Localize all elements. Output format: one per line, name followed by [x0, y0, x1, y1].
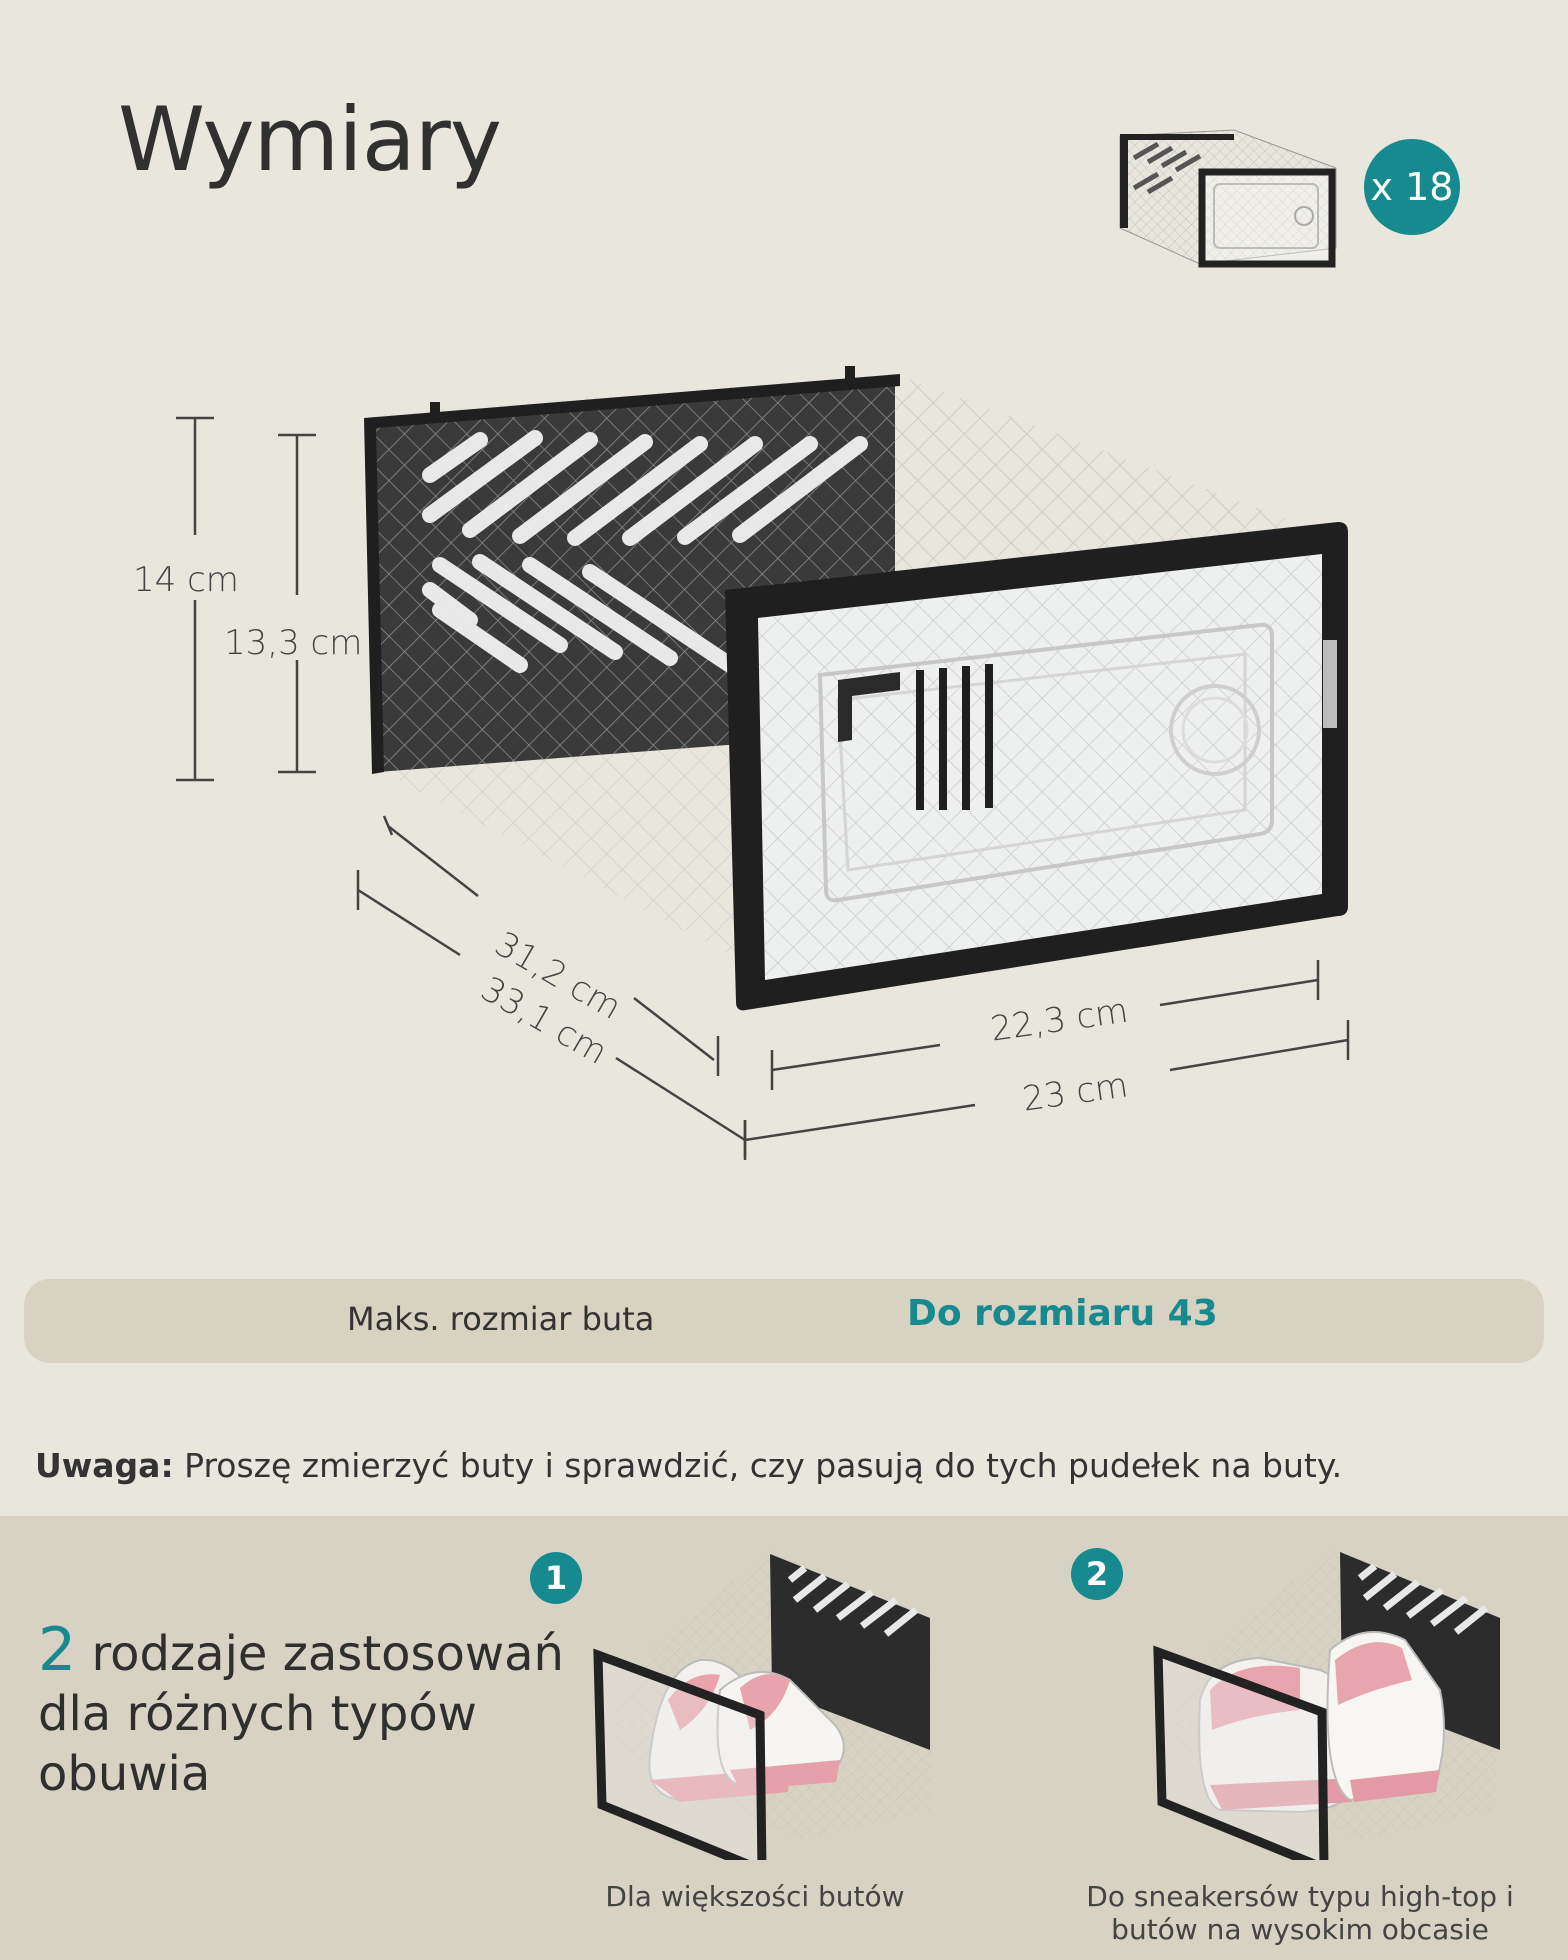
box-with-high-top-sneakers-image: [1153, 1550, 1500, 1860]
uses-heading-text: rodzaje zastosowań dla różnych typów obu…: [38, 1626, 564, 1802]
page-title: Wymiary: [118, 88, 502, 191]
step-badge-1: 1: [530, 1552, 582, 1604]
step-badge-2: 2: [1071, 1548, 1123, 1600]
use-caption-2: Do sneakersów typu high-top i butów na w…: [1086, 1880, 1514, 1946]
dimension-height-inner: 13,3 cm: [224, 623, 363, 663]
note-body: Proszę zmierzyć buty i sprawdzić, czy pa…: [173, 1446, 1343, 1485]
note-text: Uwaga: Proszę zmierzyć buty i sprawdzić,…: [35, 1446, 1342, 1485]
max-size-bar: [24, 1279, 1544, 1363]
quantity-badge: x 18: [1364, 139, 1460, 235]
max-size-label: Maks. rozmiar buta: [347, 1300, 655, 1338]
note-prefix: Uwaga:: [35, 1446, 174, 1485]
max-size-value: Do rozmiaru 43: [907, 1293, 1218, 1334]
box-thumbnail-icon: [1119, 129, 1337, 268]
uses-heading: 2 rodzaje zastosowań dla różnych typów o…: [38, 1620, 578, 1804]
use-caption-1: Dla większości butów: [605, 1880, 905, 1913]
dimension-height-outer: 14 cm: [133, 560, 239, 600]
uses-count: 2: [38, 1615, 77, 1685]
box-with-sneakers-image: [593, 1550, 935, 1860]
box-dimension-diagram: [176, 366, 1350, 1160]
